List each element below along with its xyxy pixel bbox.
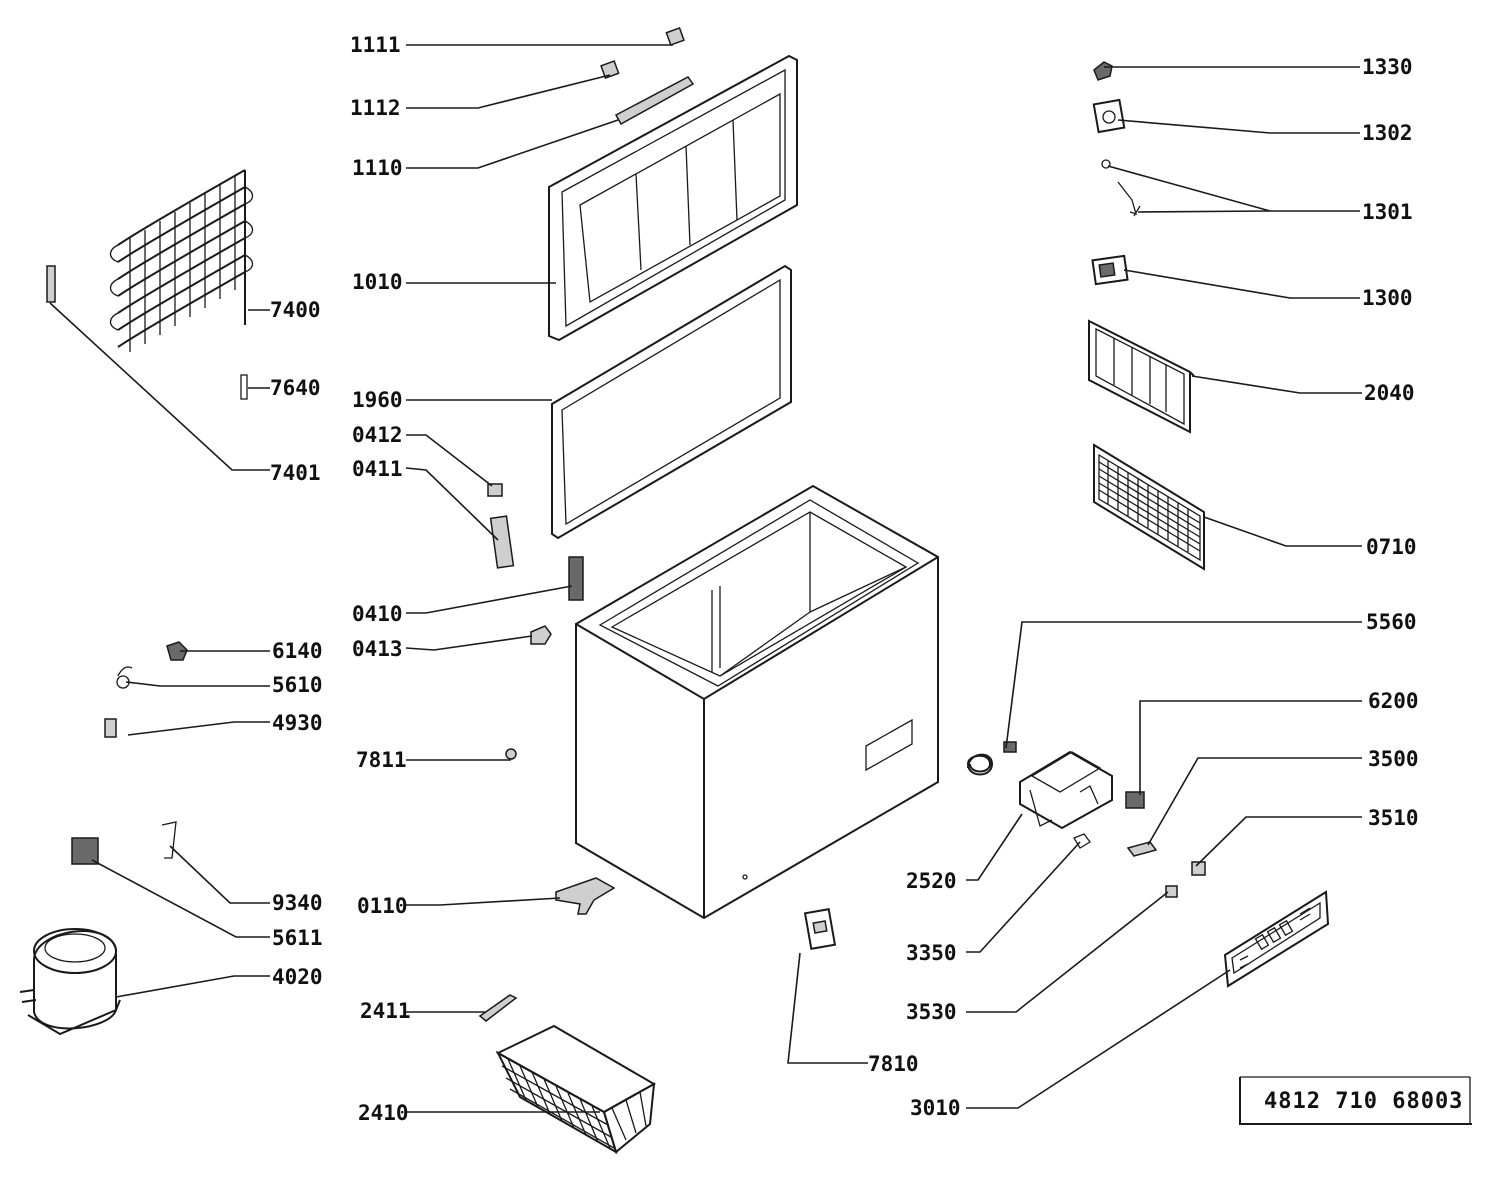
label-7640: 7640: [270, 376, 321, 400]
label-2520: 2520: [906, 869, 957, 893]
lid-drawing: [548, 54, 798, 342]
label-5611: 5611: [272, 926, 323, 950]
label-1302: 1302: [1362, 121, 1413, 145]
label-1010: 1010: [352, 270, 403, 294]
label-5560: 5560: [1366, 610, 1417, 634]
lid-gasket-drawing: [551, 264, 792, 540]
label-3500: 3500: [1368, 747, 1419, 771]
label-3530: 3530: [906, 1000, 957, 1024]
label-3010: 3010: [910, 1096, 961, 1120]
evaporator-grid-drawing: [1093, 443, 1205, 571]
label-2040: 2040: [1364, 381, 1415, 405]
lid-handle-drawing: [614, 76, 695, 126]
leader-lines: [49, 44, 1362, 1113]
divider-grille-drawing: [1088, 319, 1195, 434]
label-3510: 3510: [1368, 806, 1419, 830]
label-0410: 0410: [352, 602, 403, 626]
control-panel-drawing: [1223, 890, 1330, 988]
label-7400: 7400: [270, 298, 321, 322]
label-0412: 0412: [352, 423, 403, 447]
label-0413: 0413: [352, 637, 403, 661]
label-2411: 2411: [360, 999, 411, 1023]
lock-cap-drawing: [665, 27, 685, 46]
handle-end-cap-drawing: [600, 60, 620, 79]
label-7401: 7401: [270, 461, 321, 485]
drain-cover-drawing: [803, 908, 837, 950]
reference-number: 4812 710 68003: [1264, 1089, 1463, 1114]
label-1330: 1330: [1362, 55, 1413, 79]
electrical-drawings: [71, 641, 188, 865]
label-0411: 0411: [352, 457, 403, 481]
control-drawings: [966, 741, 1206, 898]
label-2410: 2410: [358, 1101, 409, 1125]
label-3350: 3350: [906, 941, 957, 965]
label-7811: 7811: [356, 748, 407, 772]
label-7810: 7810: [868, 1052, 919, 1076]
label-1112: 1112: [350, 96, 401, 120]
label-1301: 1301: [1362, 200, 1413, 224]
label-0710: 0710: [1366, 535, 1417, 559]
label-5610: 5610: [272, 673, 323, 697]
label-4020: 4020: [272, 965, 323, 989]
label-1111: 1111: [350, 33, 401, 57]
label-1300: 1300: [1362, 286, 1413, 310]
light-drawings: [1091, 61, 1141, 286]
hinge-drawings: [487, 483, 616, 915]
label-4930: 4930: [272, 711, 323, 735]
reference-number-box: 4812 710 68003: [1239, 1076, 1472, 1125]
label-9340: 9340: [272, 891, 323, 915]
basket-drawings: [478, 994, 657, 1155]
compressor-drawing: [19, 928, 121, 1036]
condenser-drawing: [46, 169, 254, 400]
label-6200: 6200: [1368, 689, 1419, 713]
label-0110: 0110: [357, 894, 408, 918]
cabinet-drawing: [575, 484, 939, 920]
part-labels: 1111 1112 1110 1010 1960 0412 0411 0410 …: [270, 33, 1419, 1125]
label-1960: 1960: [352, 388, 403, 412]
label-6140: 6140: [272, 639, 323, 663]
label-1110: 1110: [352, 156, 403, 180]
